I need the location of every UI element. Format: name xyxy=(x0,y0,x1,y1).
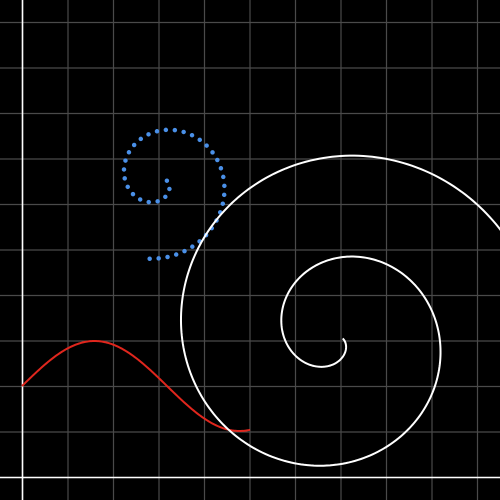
dotted-spiral xyxy=(121,127,227,262)
sine-curve xyxy=(21,340,251,433)
white-spiral xyxy=(179,154,500,467)
shapes xyxy=(21,127,500,467)
